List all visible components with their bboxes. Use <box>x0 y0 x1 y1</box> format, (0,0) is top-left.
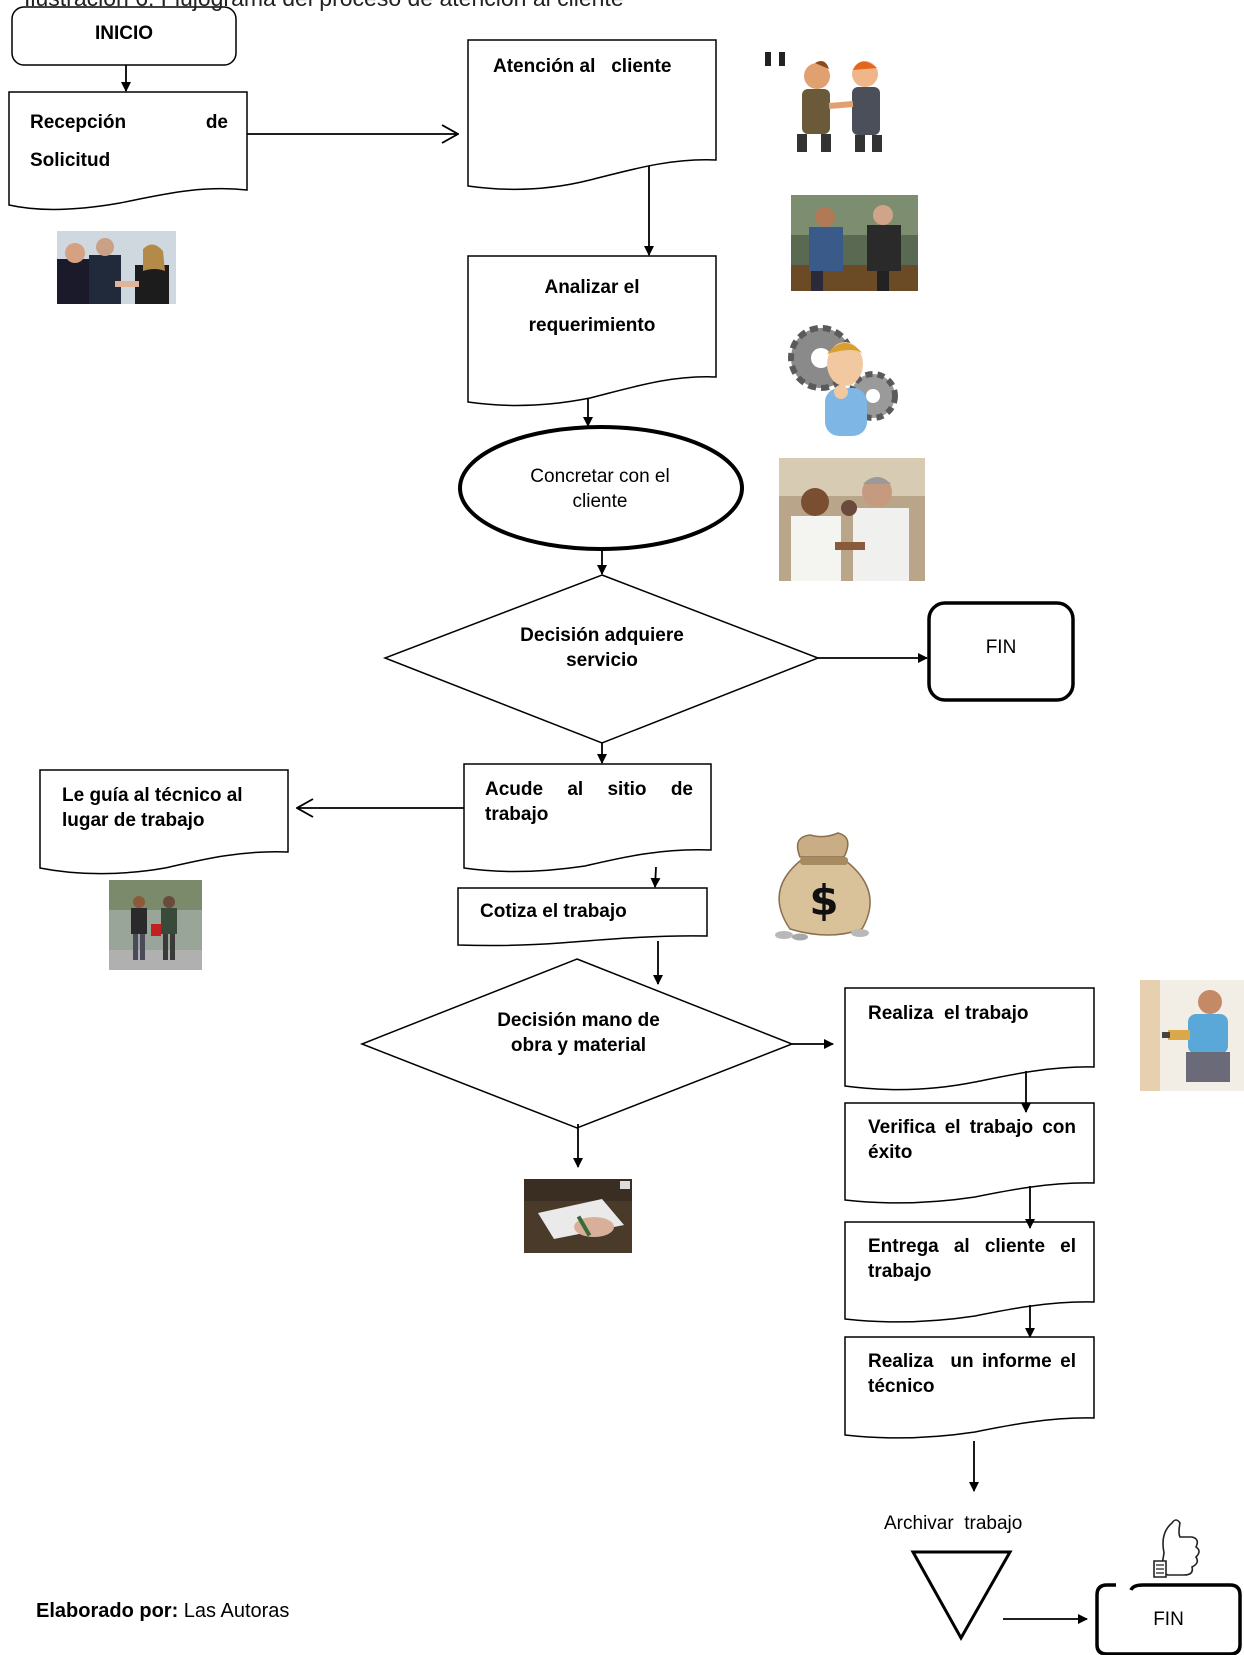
informe-label: Realiza un informe el técnico <box>868 1351 1076 1397</box>
guia-document-shape <box>39 769 289 875</box>
thinking-gear-man-image <box>783 318 903 436</box>
fin-terminal-2 <box>1095 1583 1242 1655</box>
archivar-triangle <box>910 1550 1013 1642</box>
cotiza-document-shape <box>457 887 708 947</box>
fin-label-1: FIN <box>985 637 1017 658</box>
guia-label: Le guía al técnico al lugar de trabajo <box>62 785 243 831</box>
meeting-photo <box>791 195 918 291</box>
footer-credit: Elaborado por: Las Autoras <box>36 1600 289 1623</box>
footer-value: Las Autoras <box>178 1600 290 1622</box>
recepcion-label-line-2: Solicitud <box>30 150 111 171</box>
concretar-ellipse <box>458 425 744 551</box>
businessmen-handshake-image <box>757 44 917 159</box>
fin-label-2: FIN <box>1153 1609 1184 1630</box>
concretar-label: Concretar con el cliente <box>530 466 670 512</box>
money-bag-image: $ <box>760 827 880 945</box>
analizar-label: Analizar el requerimiento <box>528 277 656 336</box>
archivar-label: Archivar trabajo <box>884 1513 1023 1534</box>
recepcion-label: Recepción de Solicitud <box>30 104 228 180</box>
acude-label: Acude al sitio de trabajo <box>485 779 693 825</box>
realiza-label: Realiza el trabajo <box>868 1003 1029 1024</box>
decision-mano-diamond <box>359 958 795 1129</box>
walking-men-photo <box>109 880 202 970</box>
recepcion-document-shape <box>8 91 248 211</box>
realiza-document-shape <box>844 987 1095 1091</box>
recepcion-label-word-2: de <box>205 112 228 133</box>
entrega-label: Entrega al cliente el trabajo <box>868 1236 1076 1282</box>
entrega-document-shape <box>844 1221 1095 1323</box>
signing-document-photo <box>524 1179 632 1253</box>
office-handshake-photo <box>57 231 176 304</box>
informe-document-shape <box>844 1336 1095 1439</box>
acude-document-shape <box>463 763 712 873</box>
atencion-document-shape <box>467 39 717 191</box>
inicio-terminal <box>11 6 237 66</box>
thumbs-up-icon <box>1140 1513 1208 1581</box>
recepcion-label-word-1: Recepción <box>30 112 127 133</box>
decision-mano-label: Decisión mano de obra y material <box>497 1010 660 1056</box>
analizar-document-shape <box>467 255 717 407</box>
technician-drilling-photo <box>1140 980 1244 1091</box>
figure-caption: Ilustración 6: Flujograma del proceso de… <box>24 0 624 11</box>
svg-text:$: $ <box>809 876 838 925</box>
atencion-label: Atención al cliente <box>493 56 672 77</box>
cotiza-label: Cotiza el trabajo <box>480 901 627 922</box>
decision-servicio-label: Decisión adquiere servicio <box>520 625 684 671</box>
footer-label: Elaborado por: <box>36 1600 179 1622</box>
verifica-document-shape <box>844 1102 1095 1204</box>
connector-acude-cotiza <box>650 866 661 888</box>
politicians-handshake-photo <box>779 458 925 581</box>
inicio-label: INICIO <box>94 23 154 44</box>
fin-terminal-1 <box>927 601 1075 702</box>
verifica-label: Verifica el trabajo con éxito <box>868 1117 1076 1163</box>
